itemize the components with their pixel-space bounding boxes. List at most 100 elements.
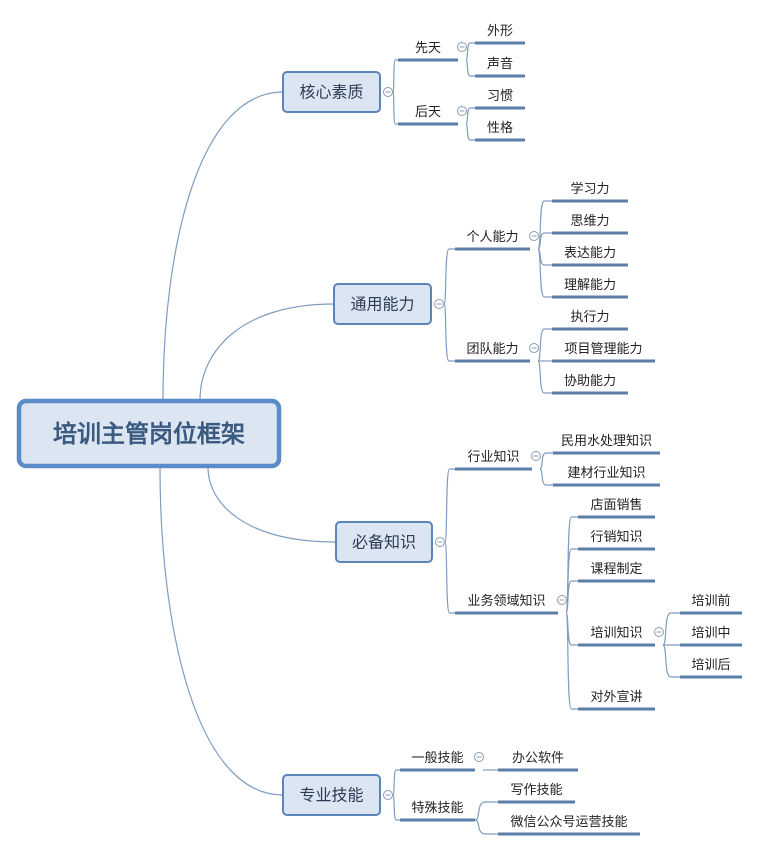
topic-label: 声音 (487, 56, 513, 72)
collapse-icon[interactable] (531, 451, 541, 461)
topic-node[interactable]: 微信公众号运营技能 (498, 815, 640, 836)
topic-label: 课程制定 (590, 562, 642, 577)
topic-node[interactable]: 行销知识 (578, 529, 655, 551)
connector-line (539, 452, 553, 470)
topic-node[interactable]: 培训后 (680, 657, 742, 679)
topic-node[interactable]: 民用水处理知识 (553, 433, 660, 455)
connector-line (662, 644, 680, 678)
branch-node[interactable]: 核心素质 (282, 71, 381, 113)
root-box[interactable] (16, 398, 282, 469)
collapse-icon[interactable] (435, 537, 445, 547)
topic-label: 先天 (415, 41, 441, 56)
topic-label: 执行力 (570, 310, 609, 325)
root-connector (207, 466, 337, 543)
collapse-icon[interactable] (434, 299, 444, 309)
branch-box[interactable] (282, 774, 381, 816)
branch-label: 专业技能 (299, 786, 363, 805)
collapse-icon[interactable] (457, 42, 467, 52)
topic-node[interactable]: 课程制定 (578, 562, 655, 583)
topic-node[interactable]: 培训知识 (578, 625, 655, 647)
topic-node[interactable]: 外形 (475, 24, 525, 45)
root-node[interactable]: 培训主管岗位框架 (16, 398, 282, 469)
topic-node[interactable]: 习惯 (475, 88, 525, 110)
topic-node[interactable]: 培训前 (680, 593, 742, 615)
topic-label: 学习力 (570, 181, 609, 197)
topic-node[interactable]: 先天 (398, 41, 458, 62)
connector-line (392, 91, 398, 125)
connector-line (443, 248, 455, 305)
collapse-icon[interactable] (383, 87, 393, 97)
connector-line (392, 794, 400, 821)
topic-node[interactable]: 学习力 (552, 181, 628, 203)
topic-node[interactable]: 业务领域知识 (455, 593, 558, 615)
branch-box[interactable] (335, 521, 433, 563)
connector-line (537, 360, 552, 394)
topic-node[interactable]: 行业知识 (455, 449, 532, 471)
collapse-icon[interactable] (557, 595, 567, 605)
topic-node[interactable]: 培训中 (680, 625, 742, 647)
topic-label: 协助能力 (564, 374, 616, 389)
topic-node[interactable]: 办公软件 (498, 751, 578, 772)
topic-node[interactable]: 声音 (475, 56, 525, 78)
branch-node[interactable]: 专业技能 (282, 774, 381, 816)
topic-label: 行业知识 (467, 449, 519, 465)
topic-label: 培训后 (691, 657, 730, 673)
topic-label: 行销知识 (590, 529, 642, 545)
connector-line (465, 123, 475, 141)
branch-label: 核心素质 (299, 83, 363, 102)
topic-node[interactable]: 对外宣讲 (578, 689, 655, 711)
connector-line (662, 612, 680, 646)
topic-node[interactable]: 理解能力 (552, 278, 628, 299)
root-connector (159, 466, 284, 796)
topic-label: 店面销售 (590, 497, 642, 513)
root-connector (162, 91, 284, 401)
connector-line (539, 468, 553, 486)
collapse-icon[interactable] (474, 752, 484, 762)
collapse-icon[interactable] (383, 790, 393, 800)
topic-node[interactable]: 写作技能 (498, 783, 575, 804)
topic-label: 培训前 (691, 593, 730, 609)
branch-node[interactable]: 必备知识 (335, 521, 433, 563)
collapse-icon[interactable] (529, 231, 539, 241)
branch-label: 通用能力 (350, 295, 414, 314)
topic-node[interactable]: 一般技能 (400, 750, 475, 772)
topic-node[interactable]: 项目管理能力 (552, 342, 655, 363)
connector-line (392, 769, 400, 796)
connector-line (444, 468, 455, 543)
topic-node[interactable]: 后天 (398, 105, 458, 126)
topic-label: 写作技能 (510, 783, 562, 798)
branch-box[interactable] (333, 283, 432, 325)
topic-node[interactable]: 个人能力 (455, 230, 530, 251)
topic-label: 性格 (487, 120, 513, 136)
topic-label: 外形 (487, 24, 513, 39)
topic-node[interactable]: 执行力 (552, 310, 628, 331)
topic-node[interactable]: 性格 (475, 120, 525, 142)
topic-node[interactable]: 表达能力 (552, 246, 628, 267)
topic-label: 一般技能 (411, 750, 463, 766)
topic-label: 民用水处理知识 (561, 433, 652, 449)
topic-label: 特殊技能 (411, 801, 463, 816)
topic-node[interactable]: 店面销售 (578, 497, 655, 519)
connector-line (465, 42, 475, 61)
topic-label: 培训知识 (590, 625, 642, 641)
branch-node[interactable]: 通用能力 (333, 283, 432, 325)
topic-node[interactable]: 团队能力 (455, 342, 530, 363)
connector-line (537, 232, 552, 250)
topic-node[interactable]: 协助能力 (552, 374, 628, 395)
connector-line (474, 801, 498, 821)
topic-label: 后天 (415, 105, 441, 120)
topic-node[interactable]: 建材行业知识 (553, 465, 660, 487)
branch-box[interactable] (282, 71, 381, 113)
collapse-icon[interactable] (457, 106, 467, 116)
topic-node[interactable]: 思维力 (552, 214, 628, 235)
connector-line (474, 819, 498, 835)
collapse-icon[interactable] (529, 343, 539, 353)
connector-line (465, 107, 475, 125)
collapse-icon[interactable] (654, 627, 664, 637)
topic-node[interactable]: 特殊技能 (400, 801, 475, 822)
connector-line (392, 59, 398, 93)
topic-label: 团队能力 (466, 342, 518, 357)
connector-line (465, 59, 475, 77)
connector-line (444, 541, 455, 614)
